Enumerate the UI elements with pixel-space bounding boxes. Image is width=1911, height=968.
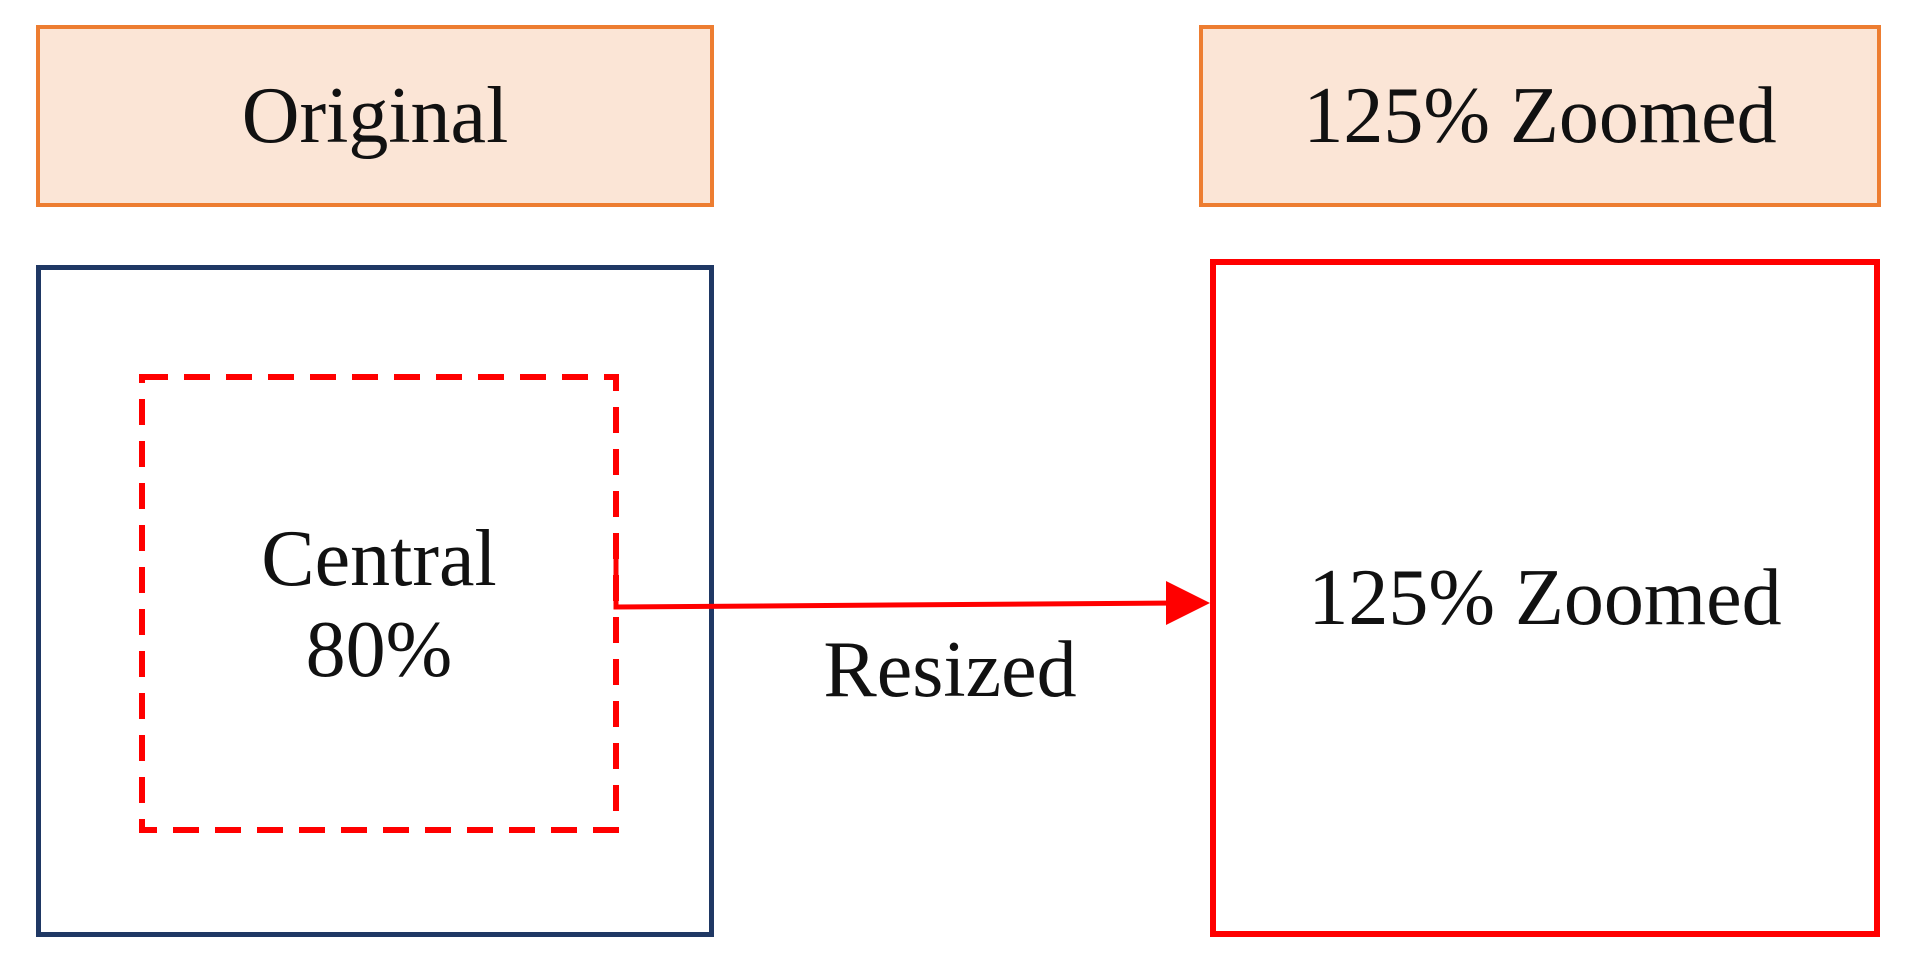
resize-arrow-label: Resized (823, 626, 1077, 714)
header-original: Original (36, 25, 714, 207)
header-original-label: Original (241, 72, 509, 160)
zoomed-image-frame: 125% Zoomed (1210, 259, 1880, 937)
central-crop-label-line2: 80% (305, 606, 453, 694)
central-crop-label: Central 80% (142, 380, 616, 830)
header-zoomed: 125% Zoomed (1199, 25, 1881, 207)
central-crop-label-line1: Central (261, 514, 497, 603)
header-zoomed-label: 125% Zoomed (1303, 72, 1777, 160)
zoomed-image-label: 125% Zoomed (1308, 554, 1782, 642)
resize-arrow-head (1166, 581, 1210, 625)
